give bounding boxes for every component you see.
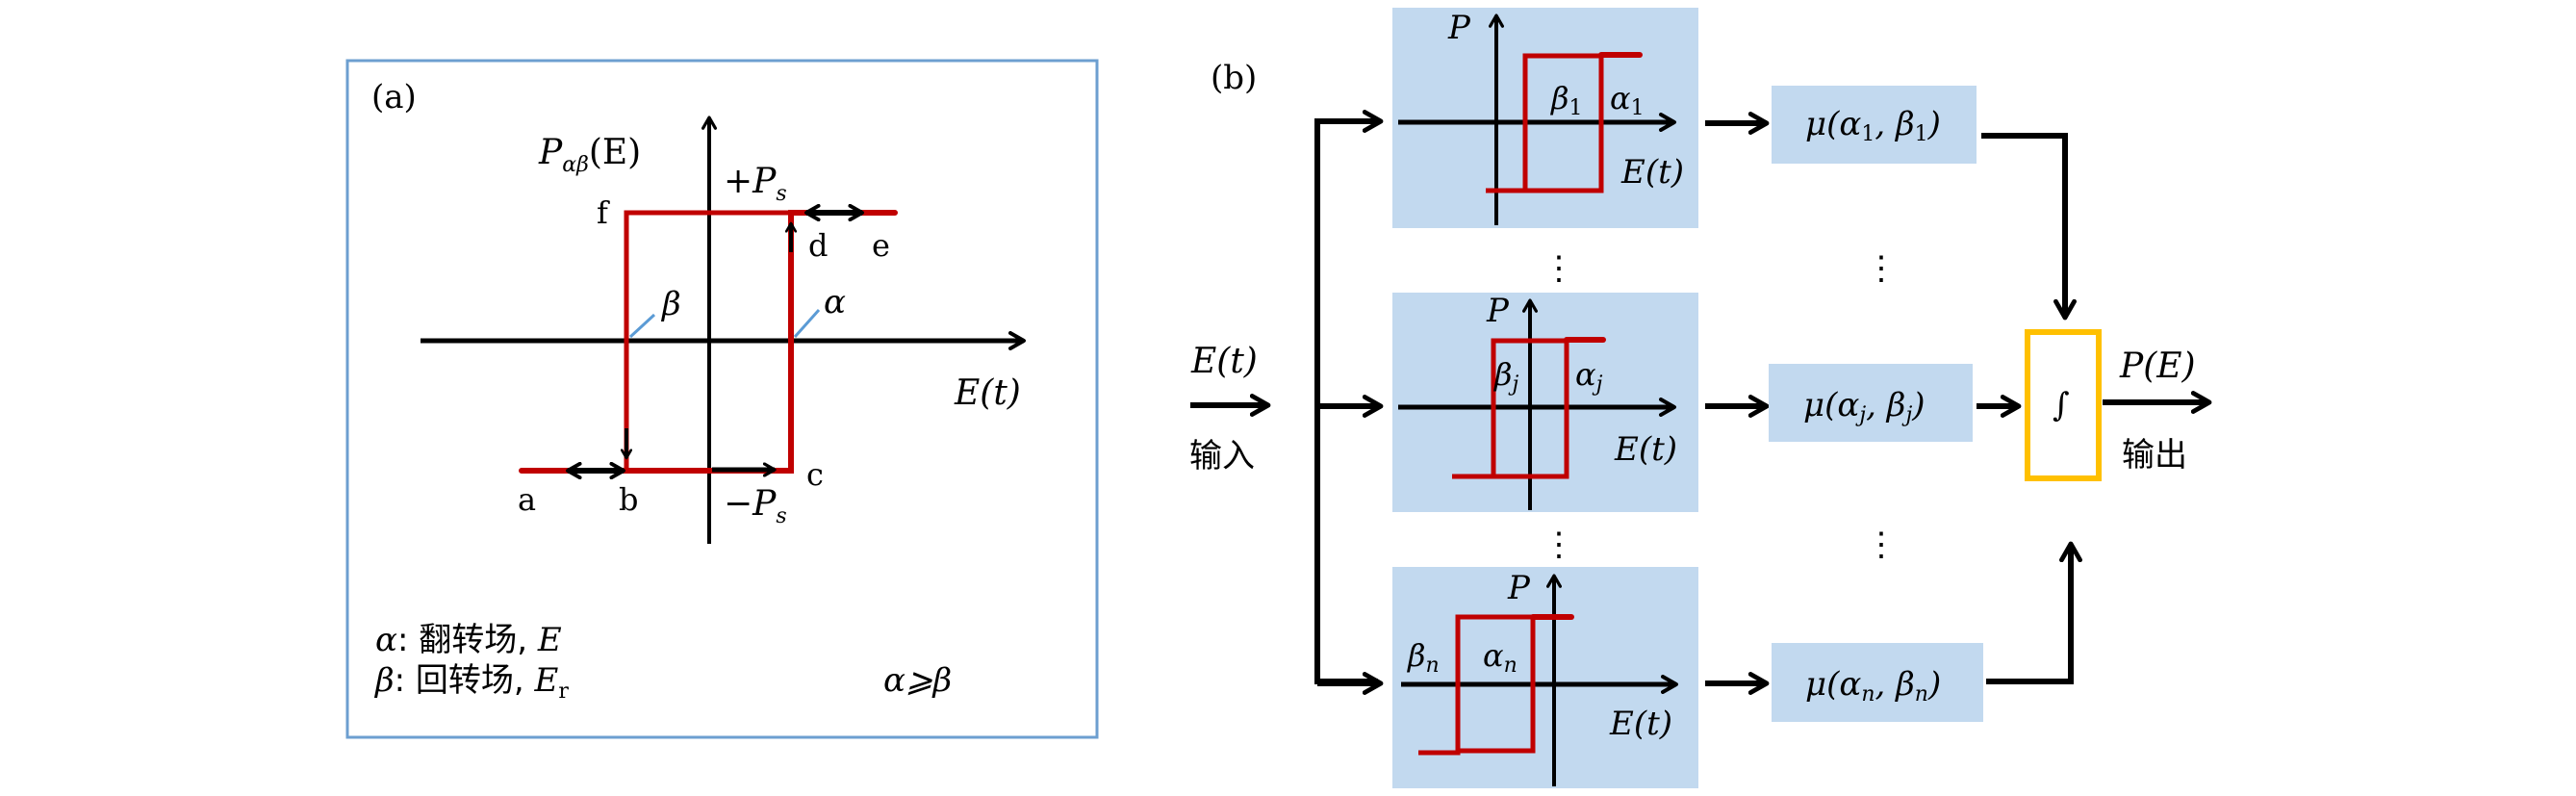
panel-a-frame [345,59,1099,739]
plus-ps-label: +Ps [724,162,787,206]
input-bus [1314,118,1378,684]
hysteron-block-n: P E(t) βn αn [1392,567,1698,788]
panel-b-label: (b) [1211,59,1257,97]
weight-1-label: μ(α1, β1) [1805,105,1941,146]
weight-n-label: μ(αn, βn) [1805,665,1941,706]
hysteron-n-alpha: αn [1483,637,1518,678]
weight-block-n: μ(αn, βn) [1772,643,1983,722]
output-signal-label: P(E) [2119,347,2196,386]
hysteron-n-beta: βn [1407,637,1440,678]
weight-block-1: μ(α1, β1) [1772,86,1977,164]
ellipsis-weights-bottom: ⋮ [1865,526,1898,564]
hysteron-j-y-label: P [1486,292,1510,330]
hysteron-block-j: P E(t) βj αj [1392,292,1698,512]
alpha-guide-line [793,309,821,338]
ellipsis-hysterons-bottom: ⋮ [1543,526,1575,564]
input-signal-label: E(t) [1190,342,1258,381]
hysteresis-loop-return [624,210,791,471]
point-a-label: a [518,481,536,518]
hysteron-block-1: P E(t) β1 α1 [1392,8,1698,228]
hysteron-n-y-label: P [1507,569,1531,607]
hysteron-j-beta: βj [1493,356,1519,397]
hysteron-j-loop [1452,338,1569,479]
legend-beta-line: β: 回转场, Er [373,661,569,704]
point-b-label: b [619,481,638,518]
integrator-block: ∫ [2025,329,2102,481]
beta-guide-line [628,313,656,339]
hysteron-j-alpha: αj [1575,356,1603,397]
hysteron-j-x-label: E(t) [1614,430,1677,469]
hysteron-1-beta: β1 [1550,80,1583,120]
panel-b: (b) E(t) 输入 P E(t) β1 α1 P [1189,8,2212,788]
hysteron-1-alpha: α1 [1610,80,1645,120]
weight-block-j: μ(αj, βj) [1769,364,1973,442]
condition-label: α⩾β [883,661,952,700]
hysteron-1-x-label: E(t) [1620,153,1684,192]
point-f-label: f [597,194,610,231]
x-axis-label: E(t) [954,373,1021,413]
integral-symbol: ∫ [2053,386,2070,424]
hysteron-n-loop [1418,614,1536,756]
point-d-label: d [808,227,828,264]
panel-a: (a) Pαβ(E) E(t) +Ps −Ps a b c d e [345,59,1099,739]
y-axis-label: Pαβ(E) [538,133,641,177]
ellipsis-weights-top: ⋮ [1865,249,1898,288]
output-caption: 输出 [2122,436,2187,475]
input-caption: 输入 [1189,437,1255,475]
hysteron-n-x-label: E(t) [1609,705,1672,743]
weight-j-label: μ(αj, βj) [1803,386,1926,427]
connector-weight-1 [1981,133,2077,321]
minus-ps-label: −Ps [724,484,787,528]
alpha-label: α [824,283,846,321]
legend-alpha-line: α: 翻转场, E [375,621,562,659]
point-c-label: c [806,456,824,493]
connector-weight-n [1986,541,2082,684]
hysteron-1-loop [1486,53,1604,193]
panel-a-label: (a) [371,78,417,116]
point-e-label: e [872,227,890,264]
hysteron-1-y-label: P [1447,9,1471,47]
ellipsis-hysterons-top: ⋮ [1543,249,1575,288]
beta-label: β [660,285,681,323]
